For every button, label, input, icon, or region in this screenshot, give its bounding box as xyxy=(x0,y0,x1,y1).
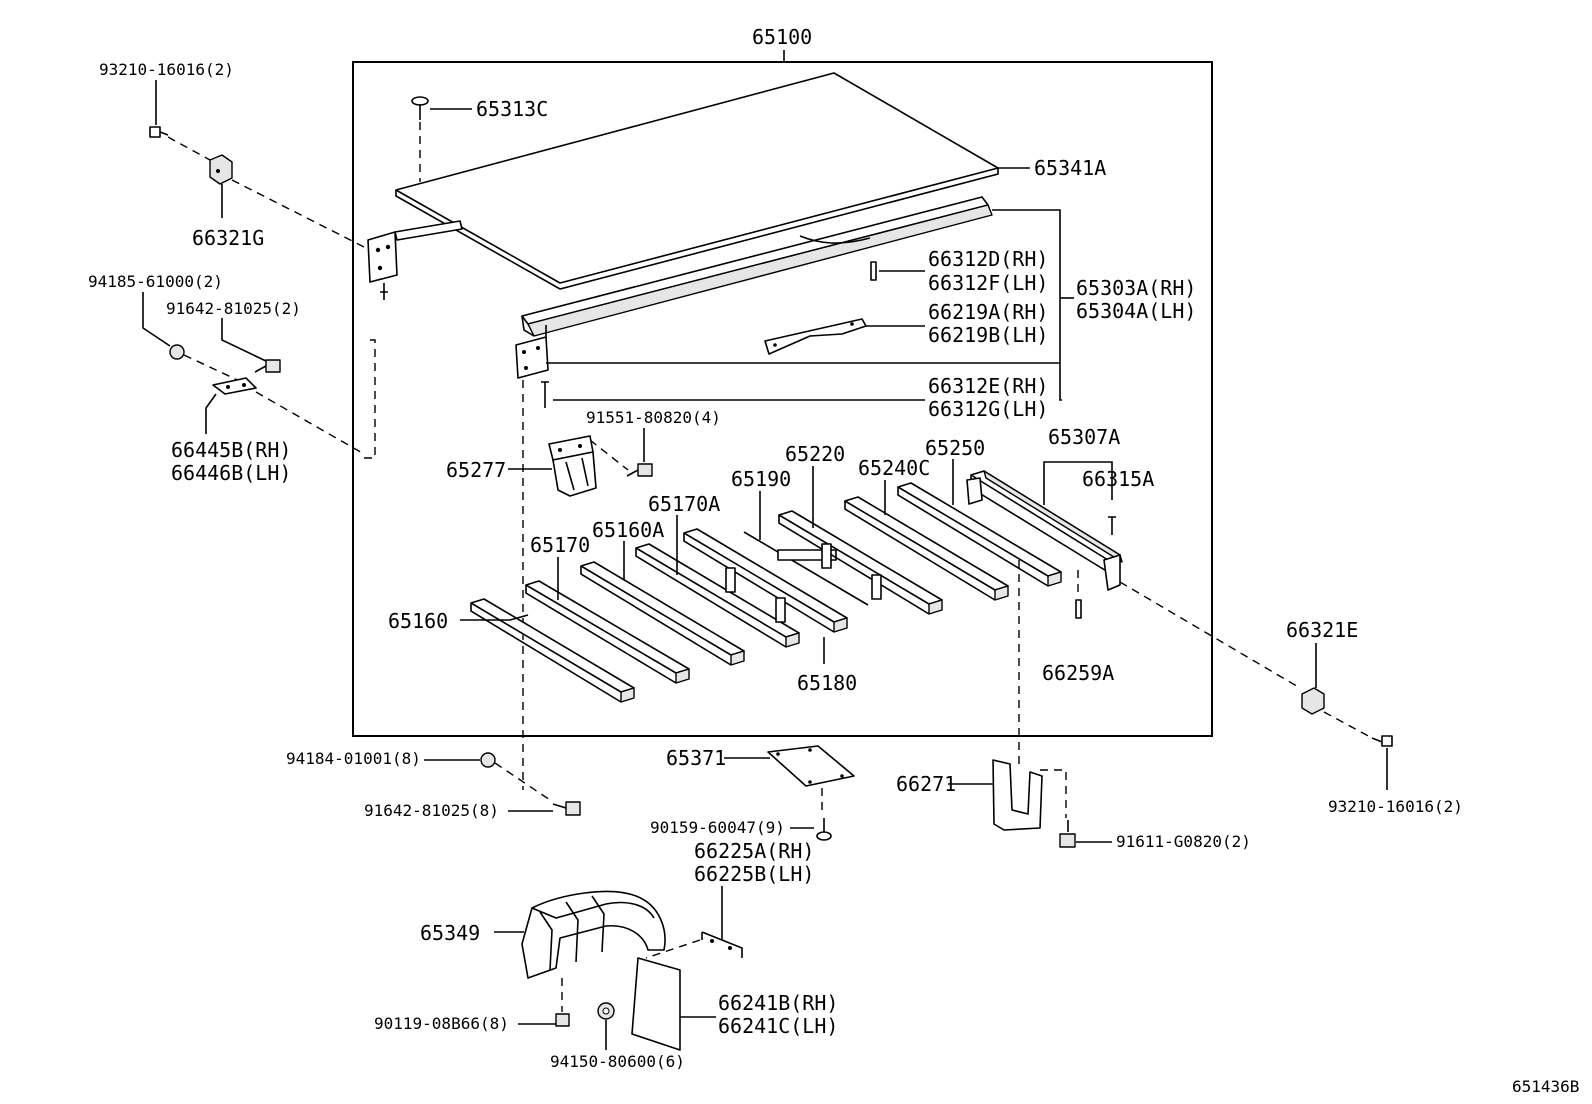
label-65371: 65371 xyxy=(666,746,726,770)
label-66225B: 66225B(LH) xyxy=(694,862,814,886)
label-65240C: 65240C xyxy=(858,456,930,480)
label-66219A: 66219A(RH) xyxy=(928,300,1048,324)
label-65250: 65250 xyxy=(925,436,985,460)
bolt-90119-08B66 xyxy=(555,1013,570,1027)
nut-94184-01001 xyxy=(480,752,496,768)
label-66259A: 66259A xyxy=(1042,661,1114,685)
bolt-91642-81025-2 xyxy=(254,359,281,373)
rail-65307A xyxy=(966,470,1123,591)
label-65304A: 65304A(LH) xyxy=(1076,299,1196,323)
label-91551-80820: 91551-80820(4) xyxy=(586,408,721,427)
crossmember-65180 xyxy=(683,528,848,633)
crossmember-65160A xyxy=(580,561,745,666)
screw-65313C xyxy=(411,96,429,120)
label-91611-G0820: 91611-G0820(2) xyxy=(1116,832,1251,851)
label-66312E: 66312E(RH) xyxy=(928,374,1048,398)
bumper-66321G xyxy=(209,154,233,185)
pin-66315A xyxy=(1108,516,1116,535)
side-rail-65303A xyxy=(521,196,993,337)
nut-94185-61000 xyxy=(169,344,185,360)
label-65313C: 65313C xyxy=(476,97,548,121)
assembly-frame xyxy=(352,61,1213,737)
label-66225A: 66225A(RH) xyxy=(694,839,814,863)
label-66312G: 66312G(LH) xyxy=(928,397,1048,421)
bracket-66445B xyxy=(212,377,257,395)
label-66321E: 66321E xyxy=(1286,618,1358,642)
crossmember-65190 xyxy=(743,531,869,606)
label-94184-01001: 94184-01001(8) xyxy=(286,749,421,768)
label-65180: 65180 xyxy=(797,671,857,695)
clip-66225A xyxy=(701,931,743,958)
label-91642-81025-2: 91642-81025(2) xyxy=(166,299,301,318)
label-66315A: 66315A xyxy=(1082,467,1154,491)
label-66445B: 66445B(RH) xyxy=(171,438,291,462)
label-66219B: 66219B(LH) xyxy=(928,323,1048,347)
bumper-66321E xyxy=(1301,687,1325,715)
label-90119-08B66: 90119-08B66(8) xyxy=(374,1014,509,1033)
bolt-93210-16016-top xyxy=(149,126,169,138)
bracket-65277 xyxy=(548,435,597,497)
crossmember-65160 xyxy=(470,598,635,703)
label-94185-61000: 94185-61000(2) xyxy=(88,272,223,291)
label-66241C: 66241C(LH) xyxy=(718,1014,838,1038)
bolt-91551-80820 xyxy=(626,463,653,477)
pin-66259A xyxy=(1075,599,1082,619)
label-65341A: 65341A xyxy=(1034,156,1106,180)
label-66446B: 66446B(LH) xyxy=(171,461,291,485)
bolt-91611-G0820 xyxy=(1059,820,1076,848)
drawing-number: 651436B xyxy=(1512,1077,1579,1096)
label-66271: 66271 xyxy=(896,772,956,796)
screw-90159-60047 xyxy=(816,818,832,841)
label-65303A: 65303A(RH) xyxy=(1076,276,1196,300)
bolt-91642-81025-8 xyxy=(552,801,581,816)
bracket-66271 xyxy=(992,759,1043,831)
crossmember-65220 xyxy=(778,510,943,615)
label-65160: 65160 xyxy=(388,609,448,633)
label-93210-16016-top: 93210-16016(2) xyxy=(99,60,234,79)
label-65190: 65190 xyxy=(731,467,791,491)
label-94150-80600: 94150-80600(6) xyxy=(550,1052,685,1071)
label-90159-60047: 90159-60047(9) xyxy=(650,818,785,837)
bolt-93210-16016-right xyxy=(1371,735,1393,747)
label-65170A: 65170A xyxy=(648,492,720,516)
mud-flap-66241B xyxy=(631,957,681,1051)
crossmember-65170 xyxy=(525,580,690,684)
label-65307A: 65307A xyxy=(1048,425,1120,449)
crossmember-65250 xyxy=(897,482,1062,587)
label-assembly: 65100 xyxy=(752,25,812,49)
fender-65349 xyxy=(521,890,666,979)
label-65170: 65170 xyxy=(530,533,590,557)
label-66241B: 66241B(RH) xyxy=(718,991,838,1015)
side-rail-bracket xyxy=(367,220,463,300)
pin-66312D xyxy=(870,261,877,281)
rail-end-bracket xyxy=(515,325,549,379)
label-93210-16016-right: 93210-16016(2) xyxy=(1328,797,1463,816)
label-65220: 65220 xyxy=(785,442,845,466)
label-65349: 65349 xyxy=(420,921,480,945)
pin-66312E xyxy=(541,381,549,408)
label-65277: 65277 xyxy=(446,458,506,482)
label-66312D: 66312D(RH) xyxy=(928,247,1048,271)
reinforcement-66219A xyxy=(764,318,867,355)
label-91642-81025-8: 91642-81025(8) xyxy=(364,801,499,820)
label-65160A: 65160A xyxy=(592,518,664,542)
nut-94150-80600 xyxy=(597,1002,615,1020)
crossmember-65240C xyxy=(844,496,1009,601)
label-66312F: 66312F(LH) xyxy=(928,271,1048,295)
plate-65371 xyxy=(767,745,855,787)
label-66321G: 66321G xyxy=(192,226,264,250)
